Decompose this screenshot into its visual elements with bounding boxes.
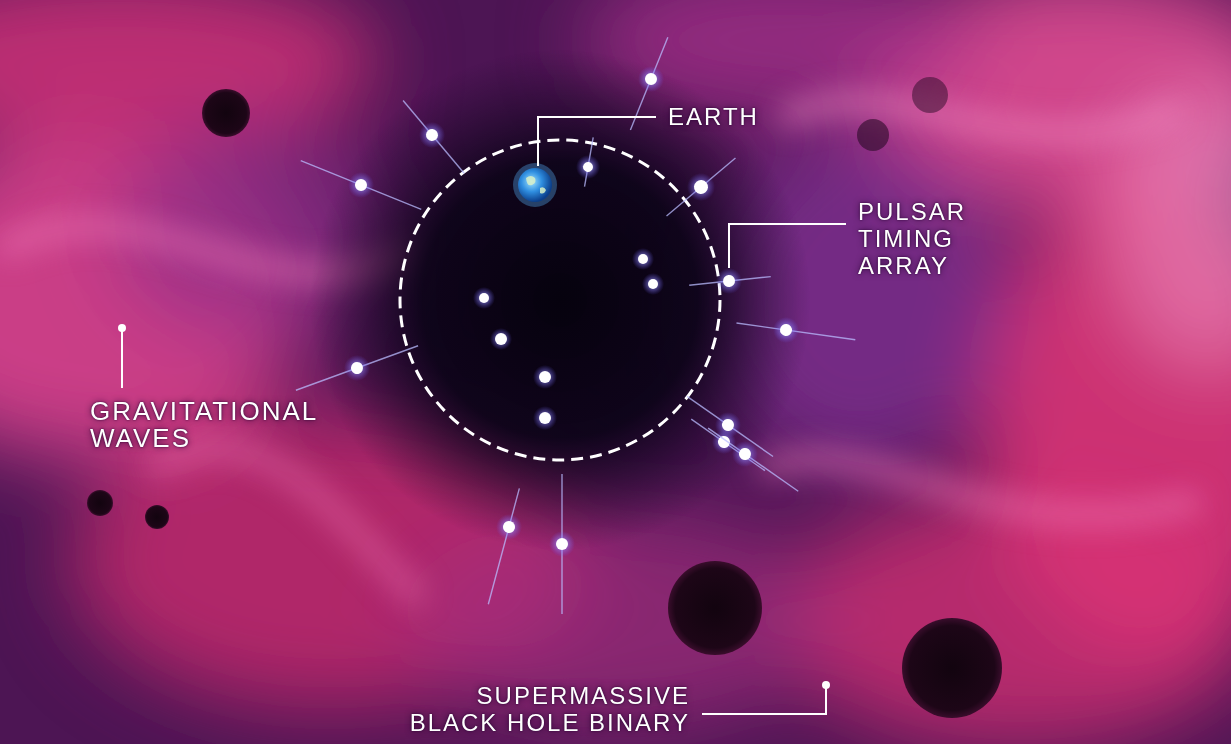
array-circle — [400, 140, 720, 460]
earth — [513, 163, 557, 207]
leader-dot — [118, 324, 126, 332]
earth-label: EARTH — [668, 103, 759, 131]
binary-label: SUPERMASSIVE BLACK HOLE BINARY — [409, 682, 690, 736]
black-holes — [87, 77, 1002, 718]
pulsars — [291, 32, 857, 614]
dark-region — [310, 50, 810, 550]
leader-dot — [822, 681, 830, 689]
array-label: PULSAR TIMING ARRAY — [858, 198, 966, 279]
waves-label: GRAVITATIONAL WAVES — [90, 398, 317, 452]
